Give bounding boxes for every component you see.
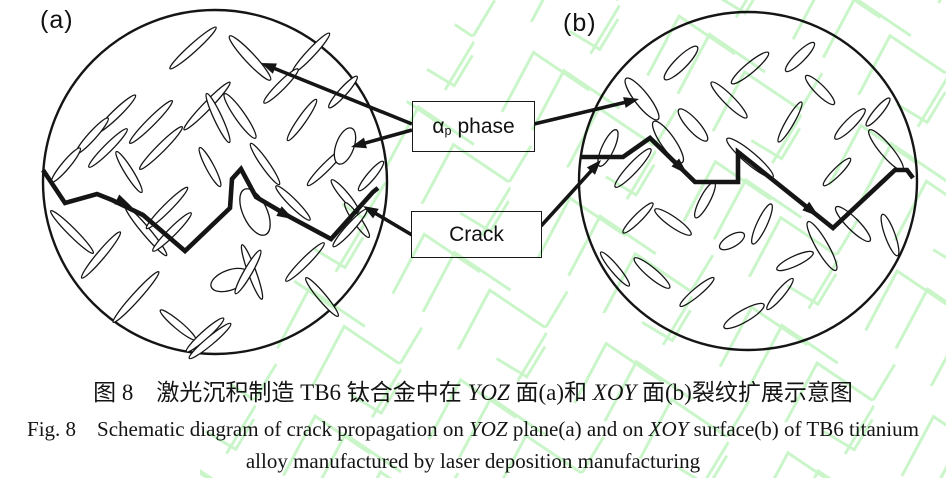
needle-a-alpha-ellipse — [115, 150, 143, 194]
needle-a-alpha-ellipse — [88, 128, 128, 168]
needle-a-alpha-ellipse — [152, 212, 192, 252]
needle-a-alpha-ellipse — [80, 231, 122, 279]
caption-en-xoy: XOY — [648, 417, 689, 441]
caption-english-line1: Fig. 8 Schematic diagram of crack propag… — [0, 413, 946, 443]
crack-label-box: Crack — [411, 211, 542, 258]
needle-a-alpha-ellipse — [145, 186, 189, 230]
caption-en-mid: plane(a) and on — [507, 417, 649, 441]
needle-a-alpha-ellipse — [49, 209, 95, 255]
caption-zh-xoy: XOY — [592, 380, 637, 405]
caption-en-yoz: YOZ — [469, 417, 508, 441]
alpha-subscript: p — [444, 123, 452, 138]
needle-a-alpha-ellipse — [128, 99, 174, 145]
caption-zh-post: 面(b)裂纹扩展示意图 — [636, 380, 853, 405]
alpha-phase-word: phase — [457, 114, 515, 138]
caption-en-pre: Fig. 8 Schematic diagram of crack propag… — [27, 417, 470, 441]
caption-zh-pre: 图 8 激光沉积制造 TB6 钛合金中在 — [93, 380, 468, 405]
panel-label-b: (b) — [563, 9, 597, 37]
crack-direction-arrow-icon — [114, 194, 133, 207]
crack-label: Crack — [449, 222, 504, 246]
panel-label-a: (a) — [40, 6, 74, 34]
caption-zh-mid: 面(a)和 — [509, 380, 593, 405]
caption-chinese: 图 8 激光沉积制造 TB6 钛合金中在 YOZ 面(a)和 XOY 面(b)裂… — [0, 373, 946, 407]
needle-a-alpha-ellipse — [138, 125, 184, 171]
caption-english-line2: alloy manufactured by laser deposition m… — [245, 449, 701, 473]
caption-zh-yoz: YOZ — [467, 380, 510, 405]
caption-en-post: surface(b) of TB6 titanium — [688, 417, 919, 441]
alpha-symbol: α — [432, 114, 445, 138]
needle-a-alpha-ellipse — [112, 270, 160, 324]
